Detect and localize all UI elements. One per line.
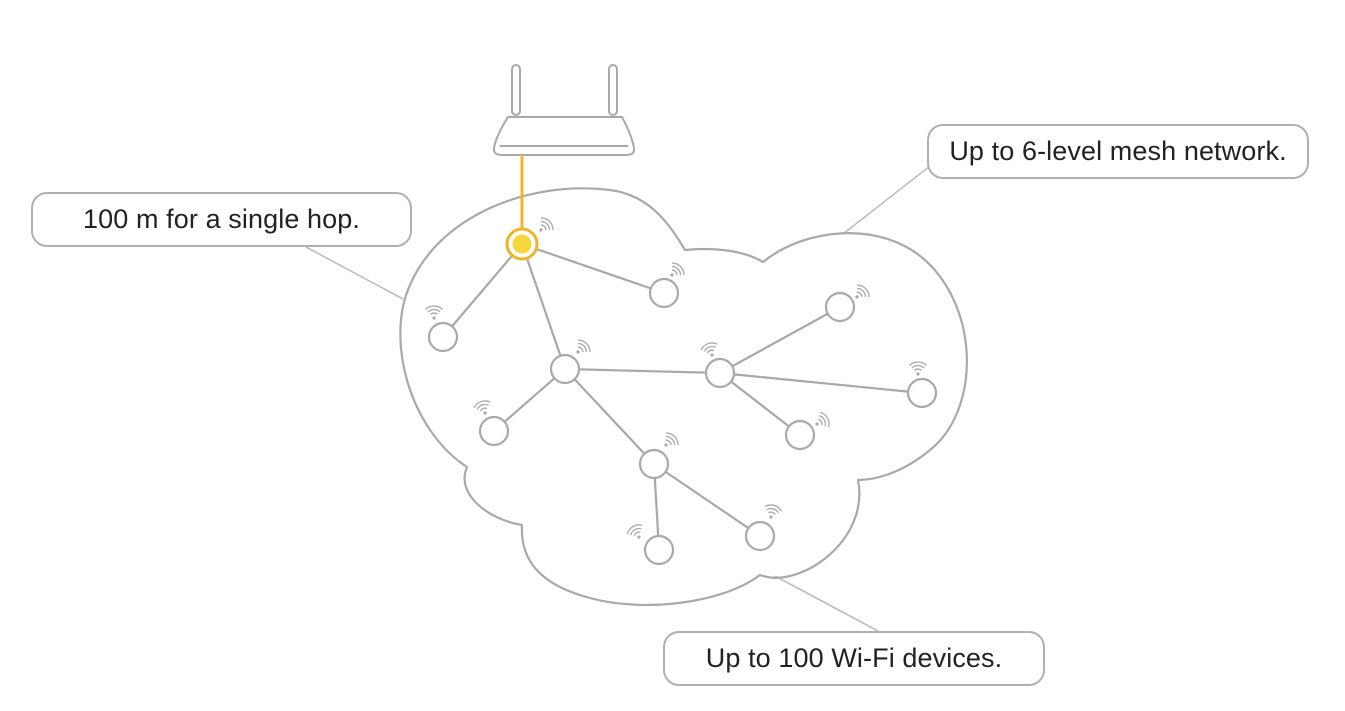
device-nodes — [427, 277, 938, 566]
wifi-signal-icon — [424, 305, 444, 321]
mesh-links — [441, 242, 924, 552]
wifi-signal-icon — [533, 214, 557, 238]
callout-device-count: Up to 100 Wi-Fi devices. — [663, 631, 1045, 686]
wifi-signal-icon — [570, 336, 594, 360]
router-antenna-right — [608, 64, 618, 116]
leader-device-count — [774, 575, 879, 632]
link-root-n1 — [520, 242, 666, 295]
device-node — [744, 520, 776, 552]
callout-leaders — [305, 165, 931, 632]
callout-single-hop: 100 m for a single hop. — [31, 192, 412, 247]
leader-mesh-levels — [842, 165, 931, 235]
link-n3-n5 — [563, 367, 722, 375]
callout-mesh-levels: Up to 6-level mesh network. — [927, 124, 1309, 179]
link-n5-n7 — [718, 305, 842, 375]
leader-single-hop — [305, 246, 404, 300]
wifi-signal-icon — [658, 429, 682, 453]
wifi-signal-icon — [908, 361, 928, 377]
device-node — [704, 357, 736, 389]
coverage-cloud — [399, 187, 968, 606]
link-n6-n11 — [652, 462, 762, 538]
device-node — [784, 419, 816, 451]
wifi-signal-icons — [424, 214, 928, 544]
link-n3-n4 — [492, 367, 567, 433]
link-n5-n9 — [718, 371, 802, 437]
link-n5-n8 — [718, 371, 924, 395]
device-node — [478, 415, 510, 447]
device-node — [906, 377, 938, 409]
wifi-signal-icon — [472, 398, 495, 419]
wifi-signal-icon — [810, 409, 833, 433]
device-node — [549, 353, 581, 385]
router-body — [492, 116, 636, 156]
device-node — [648, 277, 680, 309]
callout-device-count-text: Up to 100 Wi-Fi devices. — [705, 643, 1003, 673]
device-node — [643, 534, 675, 566]
link-root-n2 — [441, 242, 524, 339]
callout-mesh-levels-text: Up to 6-level mesh network. — [949, 136, 1287, 166]
device-node — [427, 321, 459, 353]
link-root-n3 — [520, 242, 567, 371]
router-antenna-left — [511, 64, 521, 116]
wifi-signal-icon — [761, 502, 783, 522]
callout-single-hop-text: 100 m for a single hop. — [83, 204, 360, 234]
link-n3-n6 — [563, 367, 656, 466]
wifi-signal-icon — [699, 340, 722, 361]
root-node — [505, 227, 539, 261]
device-node — [638, 448, 670, 480]
device-node — [824, 291, 856, 323]
router-icon — [492, 64, 636, 156]
wifi-signal-icon — [624, 521, 648, 544]
